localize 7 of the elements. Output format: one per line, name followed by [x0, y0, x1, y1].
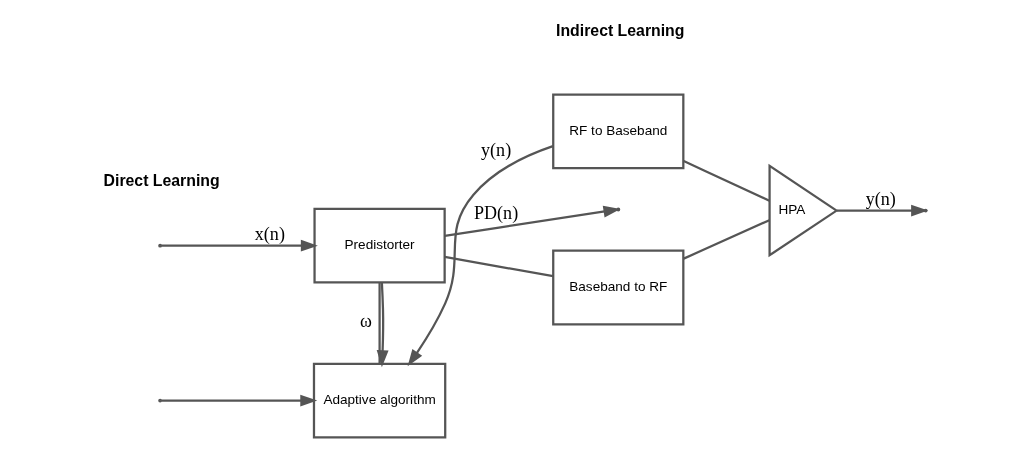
edge-label: x(n) — [254, 223, 285, 244]
edge-label: ω — [359, 311, 372, 332]
edge-label: PD(n) — [473, 203, 518, 224]
label: Indirect Learning — [555, 22, 684, 40]
edge-label: y(n) — [480, 140, 511, 161]
edge-label: y(n) — [865, 188, 896, 209]
label: Direct Learning — [103, 172, 220, 190]
